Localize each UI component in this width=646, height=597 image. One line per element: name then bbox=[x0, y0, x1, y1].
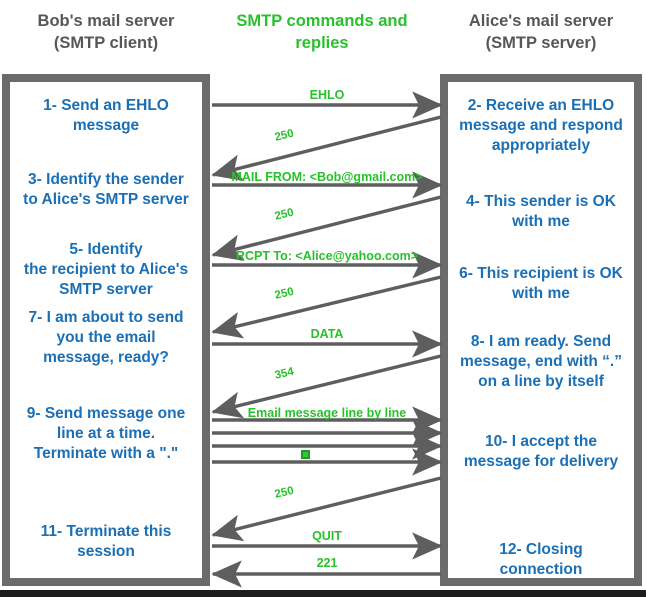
label-email-msg: Email message line by line bbox=[247, 406, 407, 420]
label-data: DATA bbox=[310, 327, 344, 341]
label-ehlo: EHLO bbox=[309, 88, 345, 102]
column-header-client: Bob's mail server(SMTP client) bbox=[37, 12, 175, 53]
label-quit: QUIT bbox=[312, 529, 342, 543]
label-221: 221 bbox=[316, 556, 338, 570]
label-mail-from: MAIL FROM: <Bob@gmail.com> bbox=[231, 170, 423, 184]
message-continuation-marker bbox=[301, 450, 310, 459]
bottom-strip bbox=[0, 590, 646, 597]
label-rcpt-to: RCPT To: <Alice@yahoo.com> bbox=[235, 249, 419, 263]
column-header-server: Alice's mail server(SMTP server) bbox=[468, 12, 614, 53]
